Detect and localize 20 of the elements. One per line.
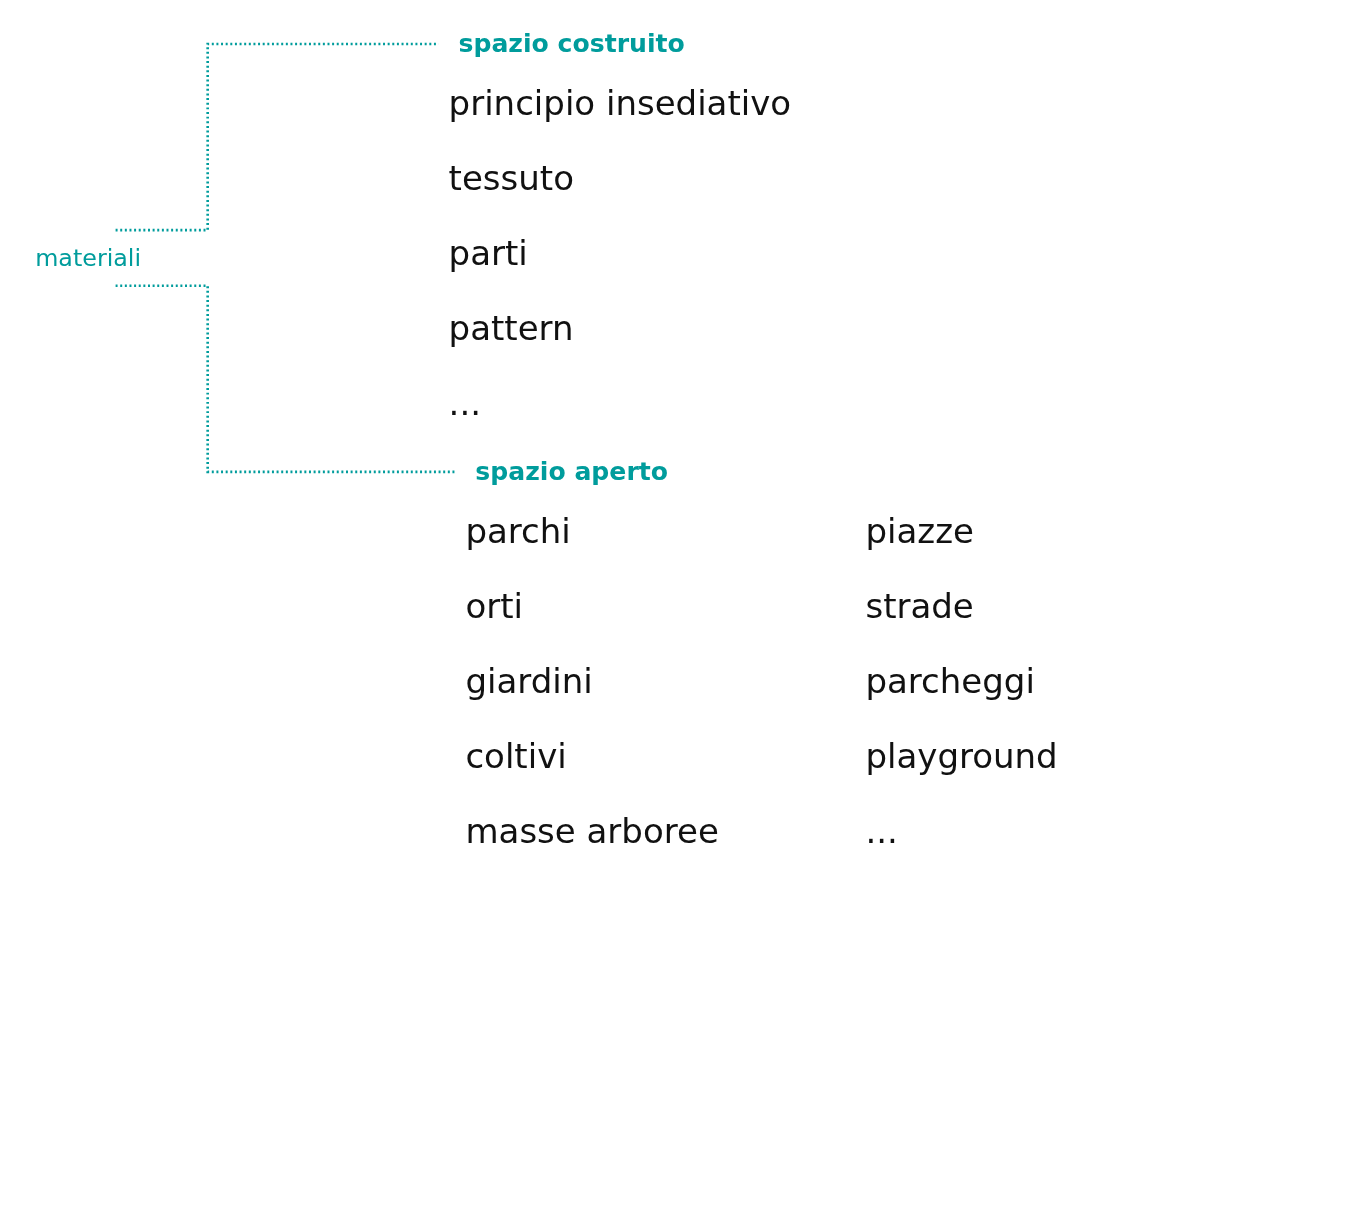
list-item: piazze xyxy=(865,510,974,551)
list-item: principio insediativo xyxy=(448,82,792,123)
list-item: tessuto xyxy=(448,157,574,198)
list-item: ... xyxy=(865,810,898,851)
list-item: strade xyxy=(865,585,974,626)
node-text: spazio costruito xyxy=(458,29,685,59)
list-item: parti xyxy=(448,232,528,273)
node-text: materiali xyxy=(35,244,142,272)
list-item: pattern xyxy=(448,307,574,348)
connector xyxy=(115,284,456,474)
list-item: masse arboree xyxy=(465,810,719,851)
list-item: coltivi xyxy=(465,735,567,776)
connector xyxy=(115,42,439,232)
list-item: playground xyxy=(865,735,1058,776)
list-item: ... xyxy=(448,382,482,423)
list-item: parcheggi xyxy=(865,660,1035,701)
node-text: spazio aperto xyxy=(475,456,669,487)
list-item: parchi xyxy=(465,510,571,551)
list-item: giardini xyxy=(465,660,593,701)
list-item: orti xyxy=(465,585,523,626)
